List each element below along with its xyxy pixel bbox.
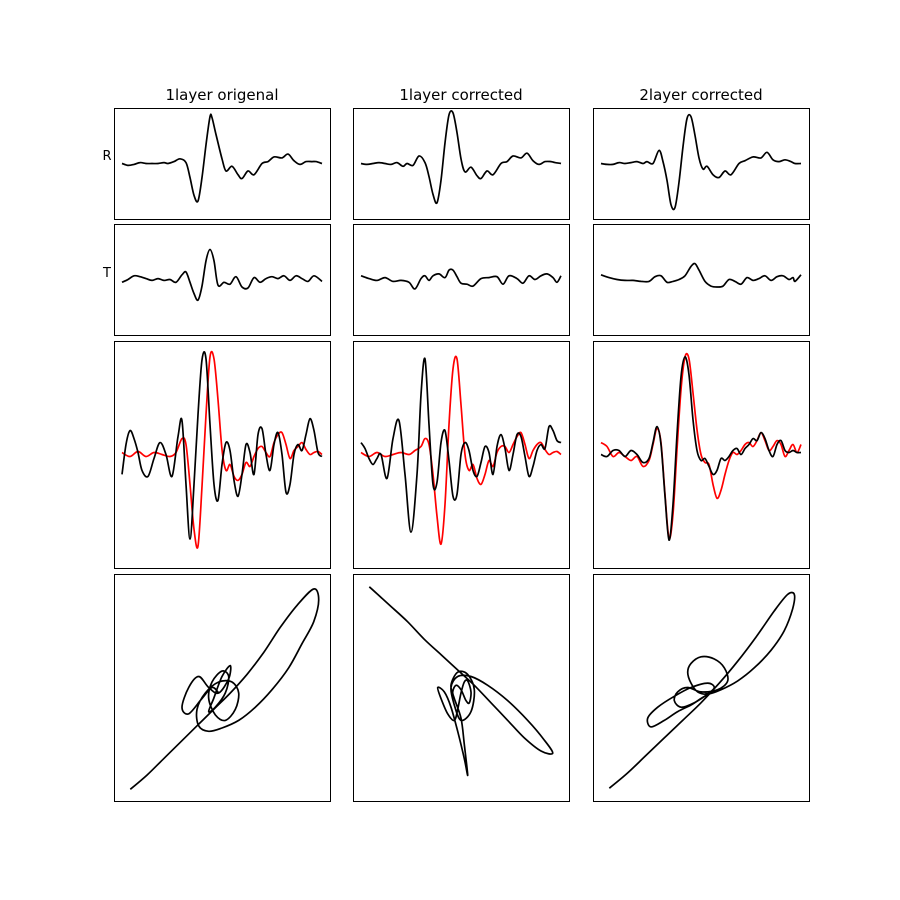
axes-frame-T-c1 (114, 224, 331, 336)
panel-overlay-c2 (353, 341, 570, 569)
series-line-T-c1-1 (121, 248, 323, 302)
series-line-particle-motion-c2-1 (368, 586, 554, 777)
column-title-1: 1layer origenal (165, 86, 278, 104)
series-line-T-c3-1 (600, 262, 802, 288)
series-line-overlay-c3-2 (600, 356, 802, 541)
axes-frame-R-c1 (114, 108, 331, 220)
series-line-R-c1-1 (121, 113, 323, 203)
row-label-r: R (102, 149, 111, 164)
axes-frame-particle-motion-c2 (353, 574, 570, 802)
panel-particle-motion-c1 (114, 574, 331, 802)
series-line-particle-motion-c1-1 (129, 588, 320, 790)
axes-frame-particle-motion-c1 (114, 574, 331, 802)
panel-R-c2 (353, 108, 570, 220)
column-title-3: 2layer corrected (639, 86, 762, 104)
panel-overlay-c1 (114, 341, 331, 569)
axes-frame-overlay-c1 (114, 341, 331, 569)
series-line-R-c3-1 (600, 113, 802, 211)
axes-frame-particle-motion-c3 (593, 574, 810, 802)
panel-R-c3 (593, 108, 810, 220)
axes-frame-overlay-c2 (353, 341, 570, 569)
axes-frame-R-c2 (353, 108, 570, 220)
series-line-overlay-c2-2 (360, 357, 562, 533)
column-title-2: 1layer corrected (399, 86, 522, 104)
panel-R-c1 (114, 108, 331, 220)
panel-particle-motion-c3 (593, 574, 810, 802)
panel-overlay-c3 (593, 341, 810, 569)
panels-group (114, 108, 810, 802)
panel-T-c2 (353, 224, 570, 336)
series-line-overlay-c2-1 (360, 355, 562, 545)
axes-frame-T-c3 (593, 224, 810, 336)
series-line-particle-motion-c3-1 (608, 591, 796, 789)
series-line-R-c2-1 (360, 110, 562, 205)
panel-T-c3 (593, 224, 810, 336)
panel-T-c1 (114, 224, 331, 336)
axes-frame-T-c2 (353, 224, 570, 336)
row-label-t: T (102, 266, 111, 281)
axes-frame-overlay-c3 (593, 341, 810, 569)
axes-frame-R-c3 (593, 108, 810, 220)
panel-particle-motion-c2 (353, 574, 570, 802)
series-line-overlay-c1-2 (121, 351, 323, 540)
series-line-T-c2-1 (360, 268, 562, 290)
